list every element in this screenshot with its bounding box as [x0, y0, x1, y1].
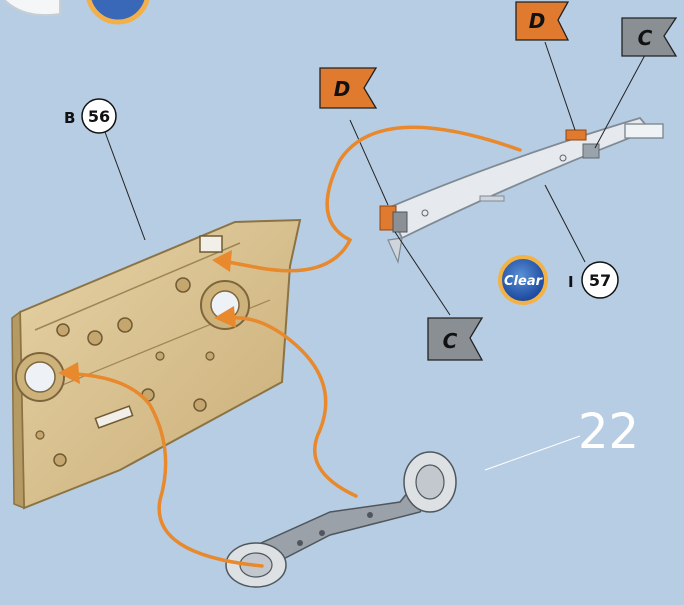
flag-c-lower-letter: C: [443, 329, 458, 353]
clear-badge-label: Clear: [504, 274, 544, 289]
bar-part-number: 57: [589, 271, 611, 290]
step-number: 22: [578, 404, 639, 460]
panel-part-label: B 56: [64, 98, 117, 134]
flag-c-top: C: [594, 17, 678, 149]
flag-c-top-letter: C: [638, 26, 653, 50]
assembly-arrows: [74, 125, 522, 568]
arrow-heads: [58, 250, 236, 384]
flag-c-lower: C: [394, 231, 484, 361]
bar-part-label: Clear I 57: [498, 255, 619, 305]
flag-d-top: D: [515, 1, 576, 131]
arrow-connector-to-socket-right: [230, 316, 358, 498]
panel-leader-line: [104, 131, 146, 241]
bar-part-57: [379, 116, 664, 265]
bar-leader-line: [544, 184, 586, 263]
panel-part-number: 56: [88, 107, 110, 126]
bar-group-letter: I: [568, 273, 574, 291]
panel-group-letter: B: [64, 109, 75, 127]
flag-d-left: D: [319, 67, 389, 206]
step-leader-line: [484, 435, 581, 471]
flag-d-left-letter: D: [334, 77, 351, 101]
flag-d-top-letter: D: [529, 9, 546, 33]
panel-part-56: [11, 218, 302, 510]
arrow-bar-to-panel: [226, 125, 522, 273]
logo-fragment: [3, 0, 150, 25]
arrow-connector-to-socket-left: [74, 372, 264, 568]
clear-badge: [498, 255, 548, 305]
